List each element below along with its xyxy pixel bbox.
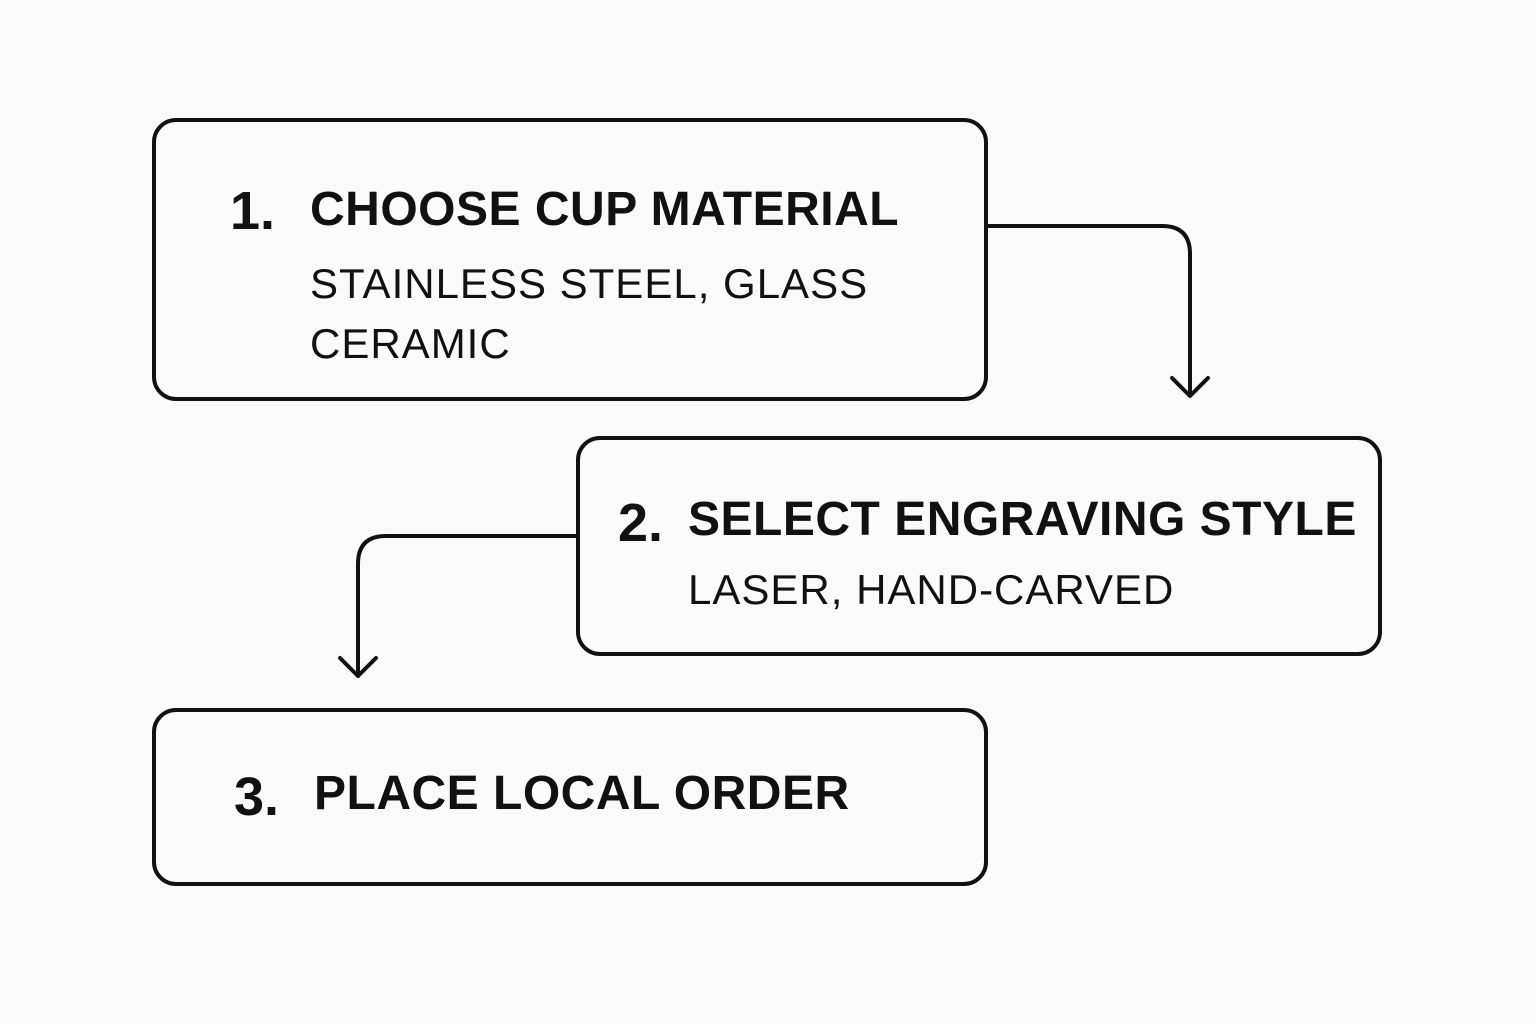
arrowhead-down-step2 xyxy=(1170,376,1210,398)
step-2-title: SELECT ENGRAVING STYLE xyxy=(688,493,1357,546)
step-2-box: 2. SELECT ENGRAVING STYLE LASER, HAND-CA… xyxy=(576,436,1382,656)
step-3-box: 3. PLACE LOCAL ORDER xyxy=(152,708,988,886)
connector-step2-to-step3 xyxy=(356,534,578,678)
arrowhead-down-step3 xyxy=(338,656,378,678)
step-2-number: 2. xyxy=(618,493,664,553)
connector-step1-to-step2 xyxy=(986,224,1192,396)
step-1-title: CHOOSE CUP MATERIAL xyxy=(310,183,900,236)
step-1-detail: STAINLESS STEEL, GLASS CERAMIC xyxy=(310,260,869,367)
step-2-detail: LASER, HAND-CARVED xyxy=(688,566,1175,613)
step-1-box: 1. CHOOSE CUP MATERIAL STAINLESS STEEL, … xyxy=(152,118,988,401)
step-3-title: PLACE LOCAL ORDER xyxy=(314,767,850,820)
step-3-number: 3. xyxy=(234,767,280,827)
step-1-number: 1. xyxy=(230,181,276,241)
